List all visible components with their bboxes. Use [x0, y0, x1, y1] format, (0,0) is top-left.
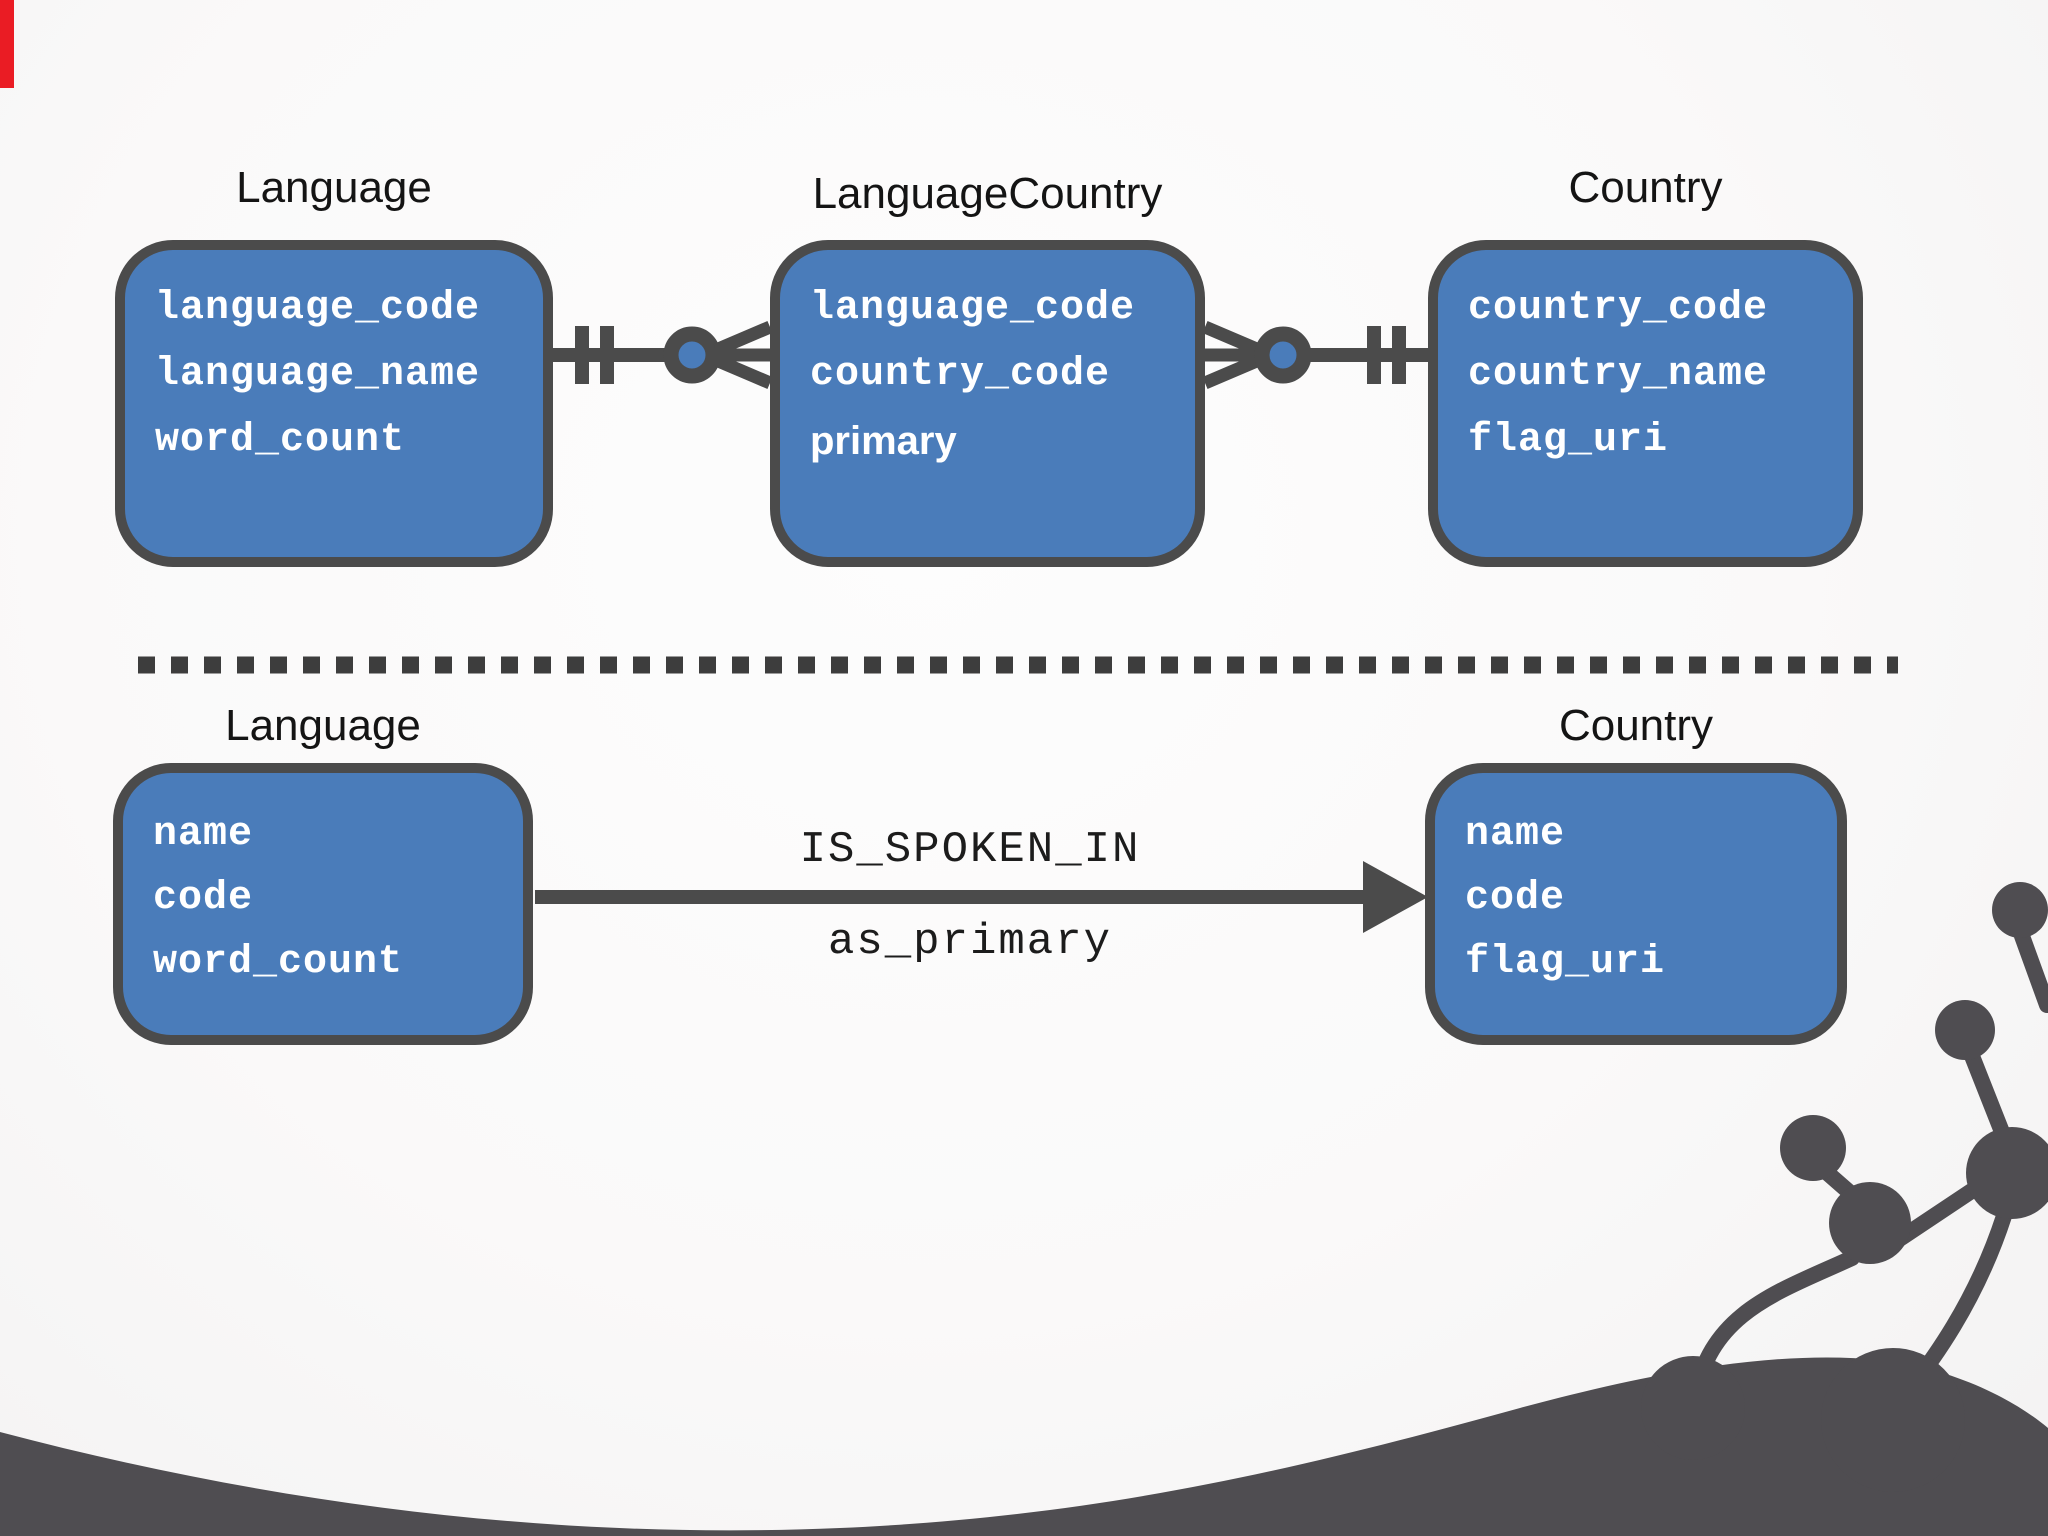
cardinality-circle-icon	[1254, 326, 1312, 384]
field-code: code	[1465, 876, 1566, 921]
graph-node-circle	[1829, 1182, 1911, 1264]
graph-node-circle	[1780, 1115, 1846, 1181]
field-country-code: country_code	[1468, 286, 1769, 331]
relationship-arrow	[535, 861, 1428, 933]
relationship-name-label: IS_SPOKEN_IN	[799, 825, 1141, 875]
entity-title-language: Language	[236, 163, 432, 212]
connector-languagecountry-country	[1202, 321, 1434, 389]
corner-accent-mark	[0, 0, 14, 88]
node-box-country: name code flag_uri	[1425, 763, 1847, 1045]
entity-title-languagecountry: LanguageCountry	[812, 169, 1163, 218]
field-name: name	[1465, 812, 1566, 857]
field-flag-uri: flag_uri	[1465, 940, 1666, 985]
node-title-country: Country	[1558, 701, 1714, 750]
relationship-property-label: as_primary	[827, 917, 1113, 967]
field-list: name code word_count	[123, 773, 523, 995]
field-flag-uri: flag_uri	[1468, 418, 1669, 463]
graph-edge	[2014, 928, 2048, 1013]
graph-edge	[1964, 1048, 2010, 1140]
arrow-right-icon	[1363, 861, 1428, 933]
field-language-code: language_code	[810, 286, 1136, 331]
crows-foot-many-icon	[1202, 321, 1262, 389]
field-language-name: language_name	[155, 352, 481, 397]
field-language-code: language_code	[155, 286, 481, 331]
connector-language-languagecountry	[548, 321, 773, 389]
entity-title-country: Country	[1568, 163, 1723, 212]
crows-foot-many-icon	[713, 321, 773, 389]
entity-box-country: country_code country_name flag_uri	[1428, 240, 1863, 567]
field-list: country_code country_name flag_uri	[1438, 250, 1853, 474]
graph-node-circle	[1821, 1348, 1965, 1492]
entity-box-language: language_code language_name word_count	[115, 240, 553, 567]
field-word-count: word_count	[155, 418, 406, 463]
field-list: name code flag_uri	[1435, 773, 1837, 995]
field-list: language_code country_code primary	[780, 250, 1195, 474]
graph-node-circle	[1966, 1127, 2048, 1219]
wave-silhouette	[0, 1357, 2048, 1536]
entity-box-languagecountry: language_code country_code primary	[770, 240, 1205, 567]
decorative-graph-motif	[0, 882, 2048, 1536]
field-code: code	[153, 876, 254, 921]
field-primary: primary	[810, 419, 957, 463]
graph-node-circle	[1641, 1356, 1745, 1460]
node-title-language: Language	[225, 701, 421, 750]
field-country-name: country_name	[1468, 352, 1769, 397]
node-box-language: name code word_count	[113, 763, 533, 1045]
cardinality-circle-icon	[663, 326, 721, 384]
graph-node-circle	[1992, 882, 2048, 938]
field-name: name	[153, 812, 254, 857]
field-list: language_code language_name word_count	[125, 250, 543, 474]
graph-node-circle	[1935, 1000, 1995, 1060]
field-word-count: word_count	[153, 940, 404, 985]
field-country-code: country_code	[810, 352, 1111, 397]
graph-edge	[1890, 1180, 1984, 1248]
